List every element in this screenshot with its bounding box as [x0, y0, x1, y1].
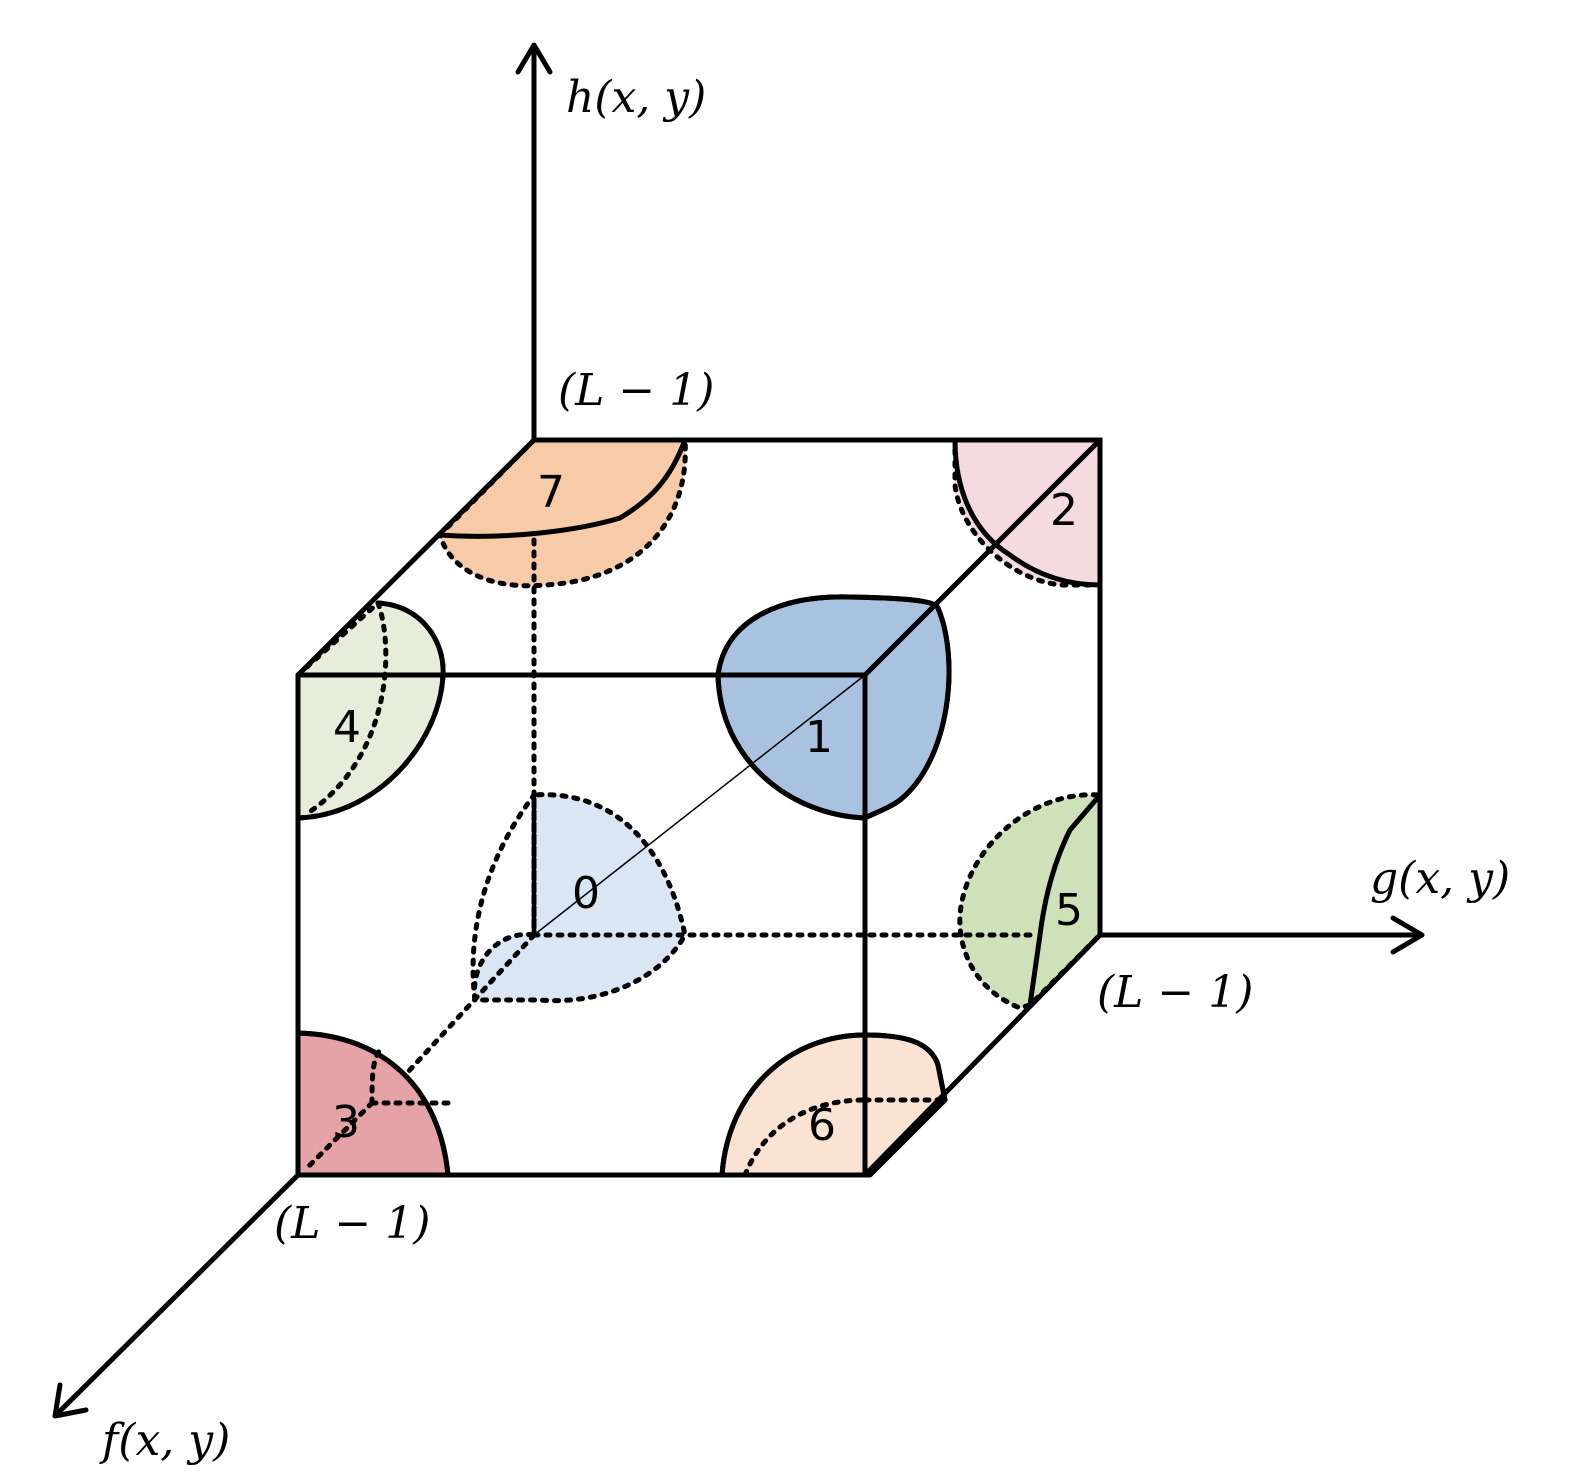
region-0-label: 0 — [572, 868, 600, 919]
grayscale-diagonal — [533, 674, 866, 936]
region-4-fill — [295, 600, 446, 821]
f-axis-line — [55, 1172, 301, 1416]
cube-front-face — [295, 672, 868, 1178]
region-0-fill — [471, 792, 688, 1004]
region-5-solid-edge — [1027, 792, 1103, 1008]
region-2-label: 2 — [1050, 485, 1078, 536]
cube-top-right-edge — [862, 437, 1103, 678]
region-7-solid-edge — [437, 437, 688, 539]
region-4-label: 4 — [333, 702, 361, 753]
f-axis-max-label: (L − 1) — [274, 1198, 430, 1249]
region-0-hidden-edge — [470, 792, 537, 1003]
f-axis-label: f(x, y) — [99, 1415, 230, 1466]
region-5-fill — [957, 792, 1103, 1011]
f-axis-arrowhead — [52, 1382, 89, 1419]
region-6-solid-edge — [719, 1032, 948, 1178]
region-1-solid-edge — [715, 594, 952, 821]
region-2-solid-edge — [952, 437, 1103, 588]
h-axis-max-label: (L − 1) — [558, 365, 714, 416]
region-3-hidden-diag — [302, 1100, 375, 1173]
region-7-label: 7 — [537, 467, 565, 518]
region-7-fill — [437, 437, 688, 589]
region-5-label: 5 — [1055, 885, 1083, 936]
region-4-hidden-arc — [302, 600, 389, 818]
cube-right-bottom-edge — [862, 932, 1103, 1178]
g-axis-max-label: (L − 1) — [1097, 967, 1253, 1018]
region-1-label: 1 — [805, 712, 833, 763]
region-3-label: 3 — [332, 1097, 360, 1148]
hidden-edge-diagonal — [405, 932, 537, 1075]
region-6-label: 6 — [808, 1100, 836, 1151]
g-axis-arrowhead — [1390, 915, 1425, 955]
region-3-solid-edge — [295, 1030, 451, 1178]
h-axis-label: h(x, y) — [566, 72, 706, 123]
region-6-hidden-arc — [742, 1097, 868, 1178]
h-axis-arrowhead — [515, 42, 553, 75]
cube-top-left-edge — [295, 437, 537, 678]
region-4-solid-edge — [295, 600, 446, 821]
g-axis-label: g(x, y) — [1370, 853, 1510, 904]
